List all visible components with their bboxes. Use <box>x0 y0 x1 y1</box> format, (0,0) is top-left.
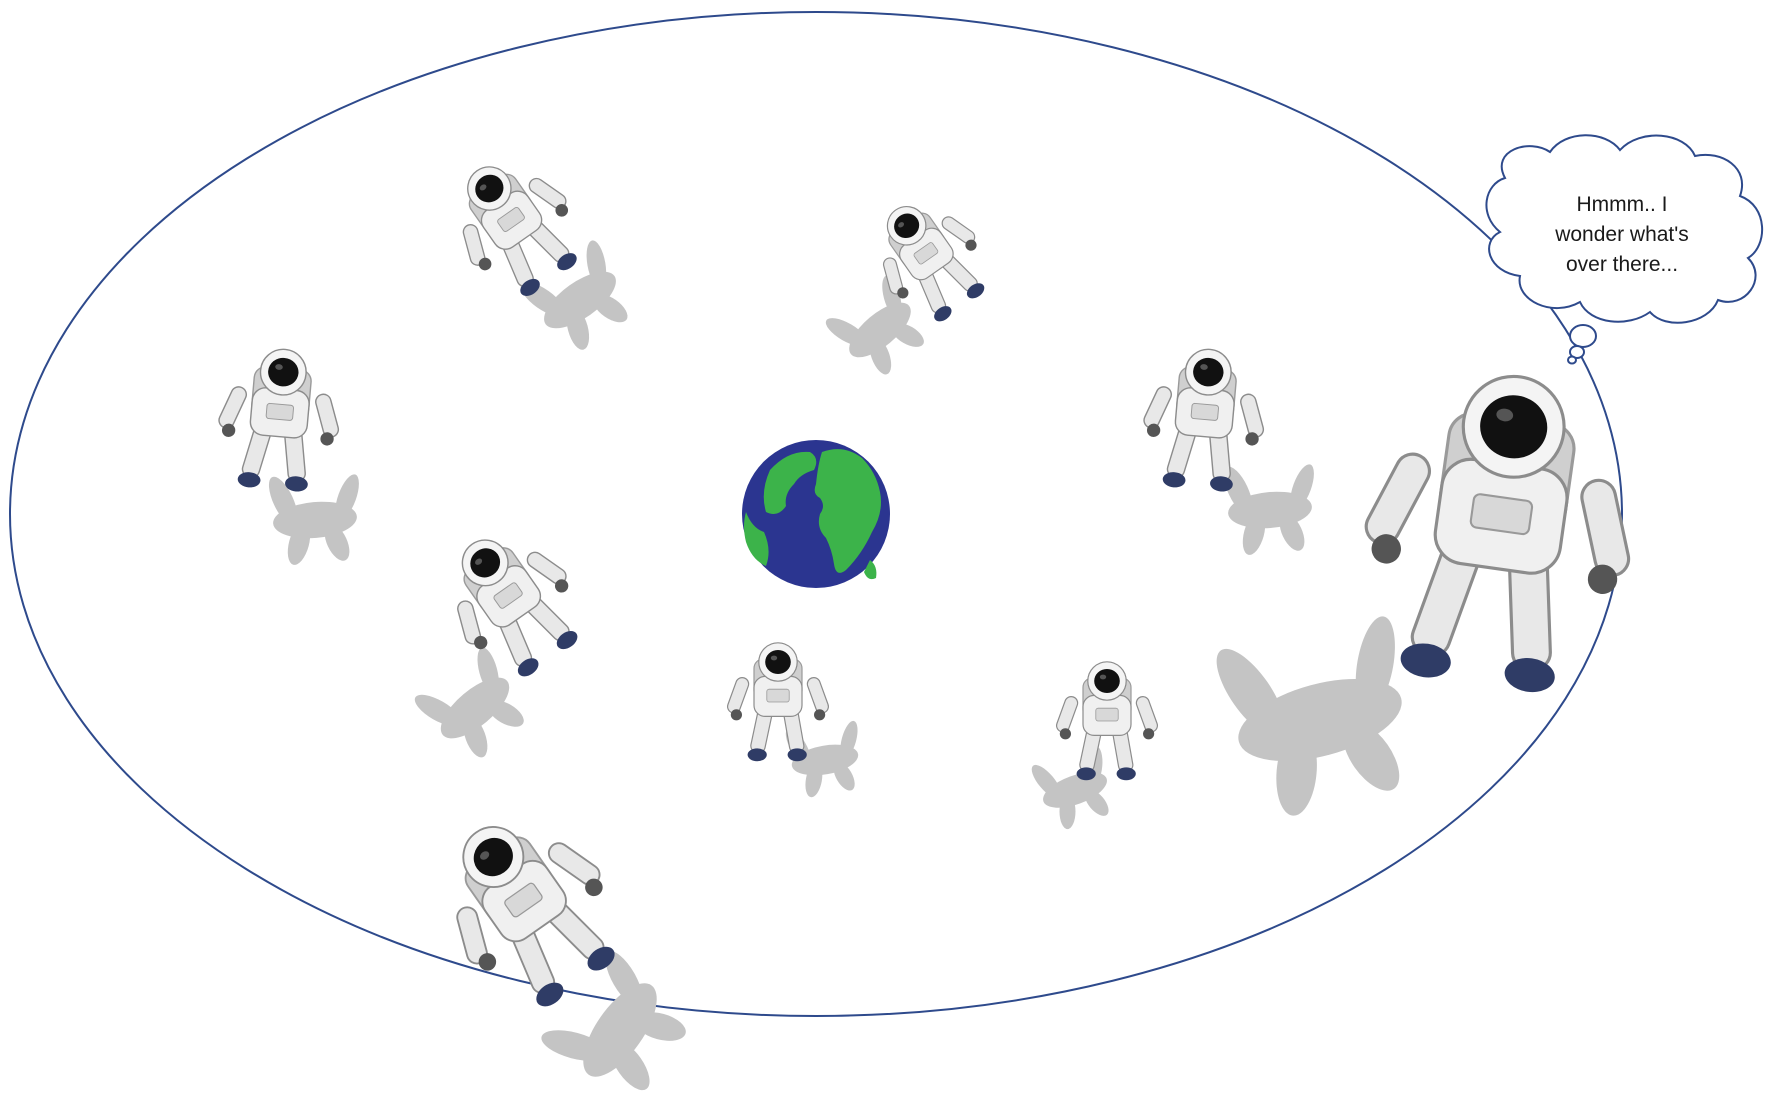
astronaut-shadows <box>262 229 1445 1099</box>
thought-line-2: wonder what's <box>1555 223 1689 246</box>
astronaut-icon <box>408 784 650 1032</box>
astronaut-icon <box>1054 661 1160 781</box>
astronaut-icon <box>1135 343 1273 496</box>
astronaut-icon <box>420 507 605 696</box>
astronaut-icon <box>210 343 348 496</box>
orbit-ellipse <box>9 11 1623 1017</box>
astronaut-icon <box>725 642 831 762</box>
earth-globe-icon <box>742 440 890 588</box>
thought-bubble-text: Hmmm.. I wonder what's over there... <box>1532 190 1712 280</box>
thought-line-1: Hmmm.. I <box>1576 193 1668 216</box>
thought-line-3: over there... <box>1565 253 1679 276</box>
thought-bubble <box>1485 134 1763 365</box>
